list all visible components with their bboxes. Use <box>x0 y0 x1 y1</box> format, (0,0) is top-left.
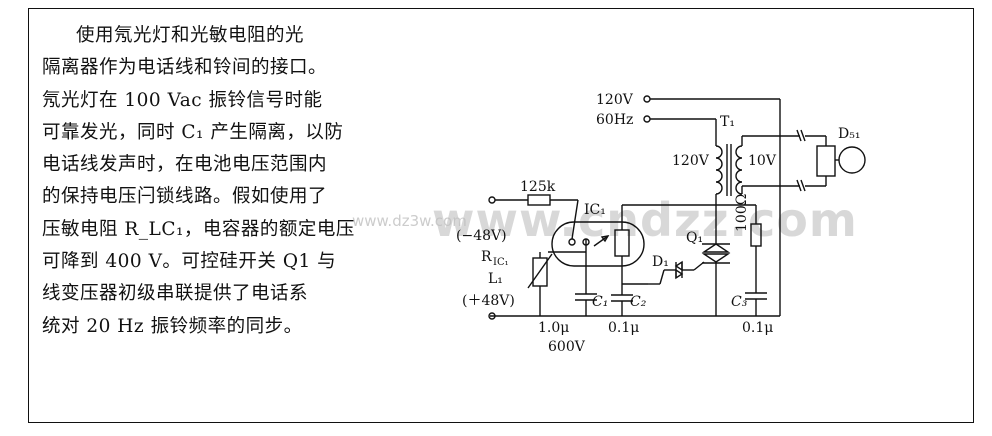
label-ric1: R <box>481 249 492 265</box>
wire <box>571 199 579 240</box>
label-pos48v: (＋48V) <box>462 293 515 309</box>
desc-line: 统对 20 Hz 振铃频率的同步。 <box>42 315 303 337</box>
label-c1-voltage: 600V <box>548 339 586 355</box>
terminal-120v <box>643 95 651 103</box>
watermark-main: www.cndzz.com <box>432 193 858 247</box>
label-125k: 125k <box>520 179 556 195</box>
varistor-mark <box>527 253 553 289</box>
desc-line: 压敏电阻 R_LC₁，电容器的额定电压 <box>42 218 355 240</box>
label-ds1: D₅₁ <box>838 126 860 142</box>
label-ic1: IC₁ <box>584 202 606 218</box>
label-d1: D₁ <box>652 254 669 270</box>
break-mark <box>800 179 806 192</box>
label-120v: 120V <box>596 92 634 108</box>
label-neg48v: (−48V) <box>456 228 507 244</box>
label-q1: Q₁ <box>686 230 703 246</box>
label-t1: T₁ <box>720 114 735 130</box>
desc-line: 隔离器作为电话线和铃间的接口。 <box>42 57 328 79</box>
desc-line: 可靠发光，同时 C₁ 产生隔离，以防 <box>42 121 344 143</box>
desc-line: 的保持电压闩锁线路。假如使用了 <box>42 186 328 208</box>
label-ric1-sub: IC₁ <box>493 257 509 268</box>
desc-line: 可降到 400 V。可控硅开关 Q1 与 <box>42 251 337 273</box>
label-primary-voltage: 120V <box>672 153 710 169</box>
label-c1: C₁ <box>592 294 608 310</box>
terminal-pos48 <box>488 312 496 320</box>
figure-frame <box>28 8 974 423</box>
break-mark <box>800 129 806 142</box>
bell-ds1-icon <box>816 145 866 177</box>
label-secondary-voltage: 10V <box>748 153 777 169</box>
break-mark <box>796 129 802 142</box>
label-c3-value: 0.1μ <box>742 320 773 336</box>
description-text: 使用氖光灯和光敏电阻的光 隔离器作为电话线和铃间的接口。 氖光灯在 100 Va… <box>42 20 372 343</box>
transformer-t1 <box>715 144 743 196</box>
label-c1-value: 1.0μ <box>538 320 569 336</box>
diac-d1-icon <box>648 260 694 285</box>
label-c3: C₃ <box>731 294 748 310</box>
desc-line: 使用氖光灯和光敏电阻的光 <box>76 25 305 46</box>
break-mark <box>796 179 802 192</box>
label-60hz: 60Hz <box>596 112 633 128</box>
desc-line: 电话线发声时，在电池电压范围内 <box>42 154 328 176</box>
triac-q1-icon <box>693 243 731 316</box>
desc-line: 线变压器初级串联提供了电话系 <box>42 283 309 305</box>
label-c2: C₂ <box>630 294 647 310</box>
desc-line: 氖光灯在 100 Vac 振铃信号时能 <box>42 89 323 111</box>
label-l1: L₁ <box>488 271 503 287</box>
label-100ohm: 100Ω <box>734 194 750 232</box>
terminal-60hz <box>643 115 651 123</box>
watermark-small: www.dz3w.com <box>352 212 467 230</box>
label-c2-value: 0.1μ <box>608 320 639 336</box>
